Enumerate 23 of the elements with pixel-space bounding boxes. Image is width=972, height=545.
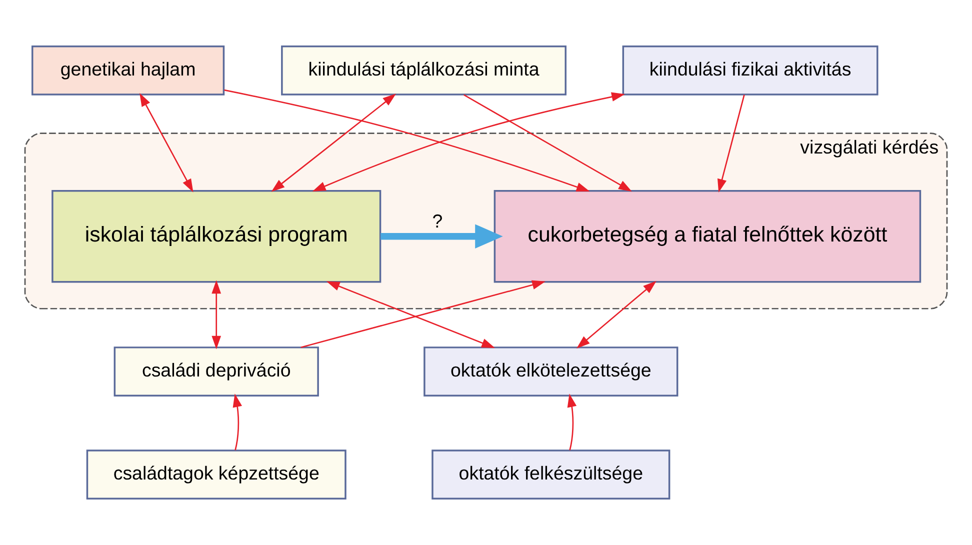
arrow: [576, 280, 656, 348]
arrow: [300, 280, 546, 348]
arrow: [717, 94, 745, 193]
node-box: oktatók elkötelezettsége: [424, 346, 678, 396]
node-box: iskolai táplálkozási program: [52, 190, 382, 283]
node-box: cukorbetegség a fiatal felnőttek között: [494, 190, 922, 283]
arrow: [326, 281, 496, 348]
arrow: [232, 394, 242, 450]
arrow: [224, 89, 590, 192]
node-box: kiindulási táplálkozási minta: [281, 45, 566, 96]
node-box: családi depriváció: [114, 346, 319, 396]
arrow: [212, 280, 222, 350]
arrow: [140, 93, 194, 192]
arrow: [380, 224, 503, 248]
node-box: kiindulási fizikai aktivitás: [622, 45, 878, 96]
node-box: genetikai hajlam: [32, 45, 225, 96]
node-box: oktatók felkészültsége: [432, 450, 670, 500]
node-box: családtagok képzettsége: [86, 450, 346, 500]
arrow: [271, 94, 396, 192]
edge-label: ?: [432, 210, 443, 232]
arrow: [567, 394, 577, 450]
arrow: [312, 92, 626, 192]
arrow: [463, 94, 632, 192]
